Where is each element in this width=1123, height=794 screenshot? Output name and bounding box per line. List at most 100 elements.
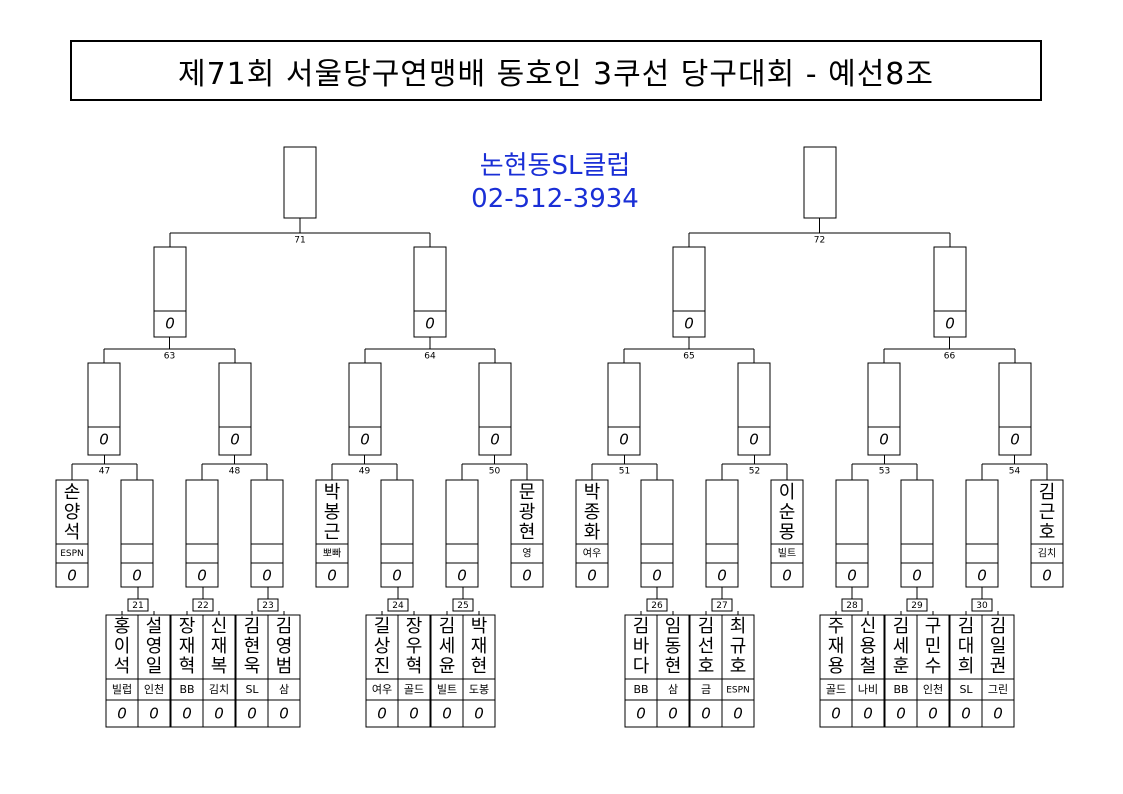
player-name: 장	[406, 616, 423, 637]
score-mark: 0	[67, 567, 77, 585]
player-name: 대	[958, 636, 975, 657]
player-name-cell	[656, 614, 690, 680]
score-mark: 0	[782, 567, 792, 585]
score-mark: 0	[668, 705, 678, 723]
finalist-box	[803, 146, 837, 219]
bye-player-name: 김	[1039, 482, 1056, 503]
match-number: 71	[294, 236, 305, 246]
player-name-cell	[624, 614, 658, 680]
score-mark: 0	[749, 431, 759, 449]
club-name: 논현동SL클럽	[479, 151, 631, 181]
player-name: 철	[860, 656, 877, 677]
round3-box	[998, 362, 1032, 456]
player-score-cell	[981, 699, 1015, 728]
player-name-cell	[202, 614, 236, 680]
score-mark: 0	[977, 567, 987, 585]
player-name: 이	[114, 636, 131, 657]
score-mark: 0	[879, 431, 889, 449]
player-score-cell	[202, 699, 236, 728]
player-name-cell	[884, 614, 918, 680]
score-mark: 0	[831, 705, 841, 723]
player-score-cell	[170, 699, 204, 728]
round3-box	[607, 362, 641, 456]
player-name: 우	[406, 636, 423, 657]
player-score-cell	[624, 699, 658, 728]
match-number: 51	[619, 467, 630, 477]
bye-player-club: 빌트	[778, 548, 796, 560]
player-name: 규	[730, 636, 747, 657]
match-number: 49	[359, 467, 371, 477]
player-name: 석	[114, 656, 131, 677]
round2-box	[380, 479, 414, 588]
bye-player-name: 문	[519, 482, 536, 503]
club-info: 논현동SL클럽 02-512-3934	[430, 150, 680, 216]
player-name: 신	[860, 616, 877, 637]
player-name: 용	[828, 656, 845, 677]
player-club: BB	[893, 683, 908, 696]
score-mark: 0	[912, 567, 922, 585]
player-club: 인천	[144, 682, 164, 696]
score-mark: 0	[247, 705, 257, 723]
player-name: 김	[439, 616, 456, 637]
score-mark: 0	[636, 705, 646, 723]
bye-player-name: 석	[64, 522, 81, 543]
round2-box	[120, 479, 154, 588]
round3-box	[87, 362, 121, 456]
match-number: 26	[651, 601, 663, 611]
player-name: 설	[146, 616, 163, 637]
player-score-cell	[851, 699, 885, 728]
match-number: 65	[683, 352, 694, 362]
score-mark: 0	[377, 705, 387, 723]
score-mark: 0	[442, 705, 452, 723]
round2-box	[510, 479, 544, 588]
bye-player-name: 화	[584, 522, 601, 543]
score-mark: 0	[457, 567, 467, 585]
round3-box	[218, 362, 252, 456]
player-name: 윤	[439, 656, 456, 677]
score-mark: 0	[425, 315, 435, 333]
player-name-cell	[137, 614, 171, 680]
round4-box	[933, 246, 967, 338]
match-number: 54	[1009, 467, 1021, 477]
score-mark: 0	[896, 705, 906, 723]
player-name: 김	[893, 616, 910, 637]
score-mark: 0	[993, 705, 1003, 723]
score-mark: 0	[327, 567, 337, 585]
player-name: 신	[211, 616, 228, 637]
player-name-cell	[949, 614, 983, 680]
round3-box	[867, 362, 901, 456]
score-mark: 0	[619, 431, 629, 449]
player-club: 골드	[826, 683, 846, 696]
round2-box	[250, 479, 284, 588]
player-name: 김	[633, 616, 650, 637]
score-mark: 0	[149, 705, 159, 723]
score-mark: 0	[117, 705, 127, 723]
player-club: 빌트	[437, 683, 457, 696]
bye-player-club: 여우	[583, 548, 601, 560]
match-number: 72	[814, 236, 825, 246]
player-club: 나비	[858, 683, 878, 696]
player-club: 김치	[209, 683, 229, 696]
bye-player-name: 근	[324, 522, 341, 543]
player-name: 홍	[114, 616, 131, 637]
score-mark: 0	[652, 567, 662, 585]
round3-box	[478, 362, 512, 456]
player-score-cell	[916, 699, 950, 728]
player-name: 재	[211, 636, 228, 657]
match-number-box	[257, 598, 279, 612]
match-number: 64	[424, 352, 436, 362]
score-mark: 0	[132, 567, 142, 585]
bye-player-club: 뽀빠	[323, 548, 341, 560]
bye-player-name: 종	[584, 502, 601, 523]
player-club: ESPN	[726, 686, 750, 696]
score-mark: 0	[1010, 431, 1020, 449]
score-mark: 0	[587, 567, 597, 585]
player-score-cell	[656, 699, 690, 728]
player-club: 도봉	[469, 683, 489, 696]
round2-box	[1030, 479, 1064, 588]
player-name: 최	[730, 616, 747, 637]
match-number: 28	[846, 601, 858, 611]
player-name: 희	[958, 656, 975, 677]
player-club: 금	[701, 683, 711, 696]
match-number-box	[711, 598, 733, 612]
